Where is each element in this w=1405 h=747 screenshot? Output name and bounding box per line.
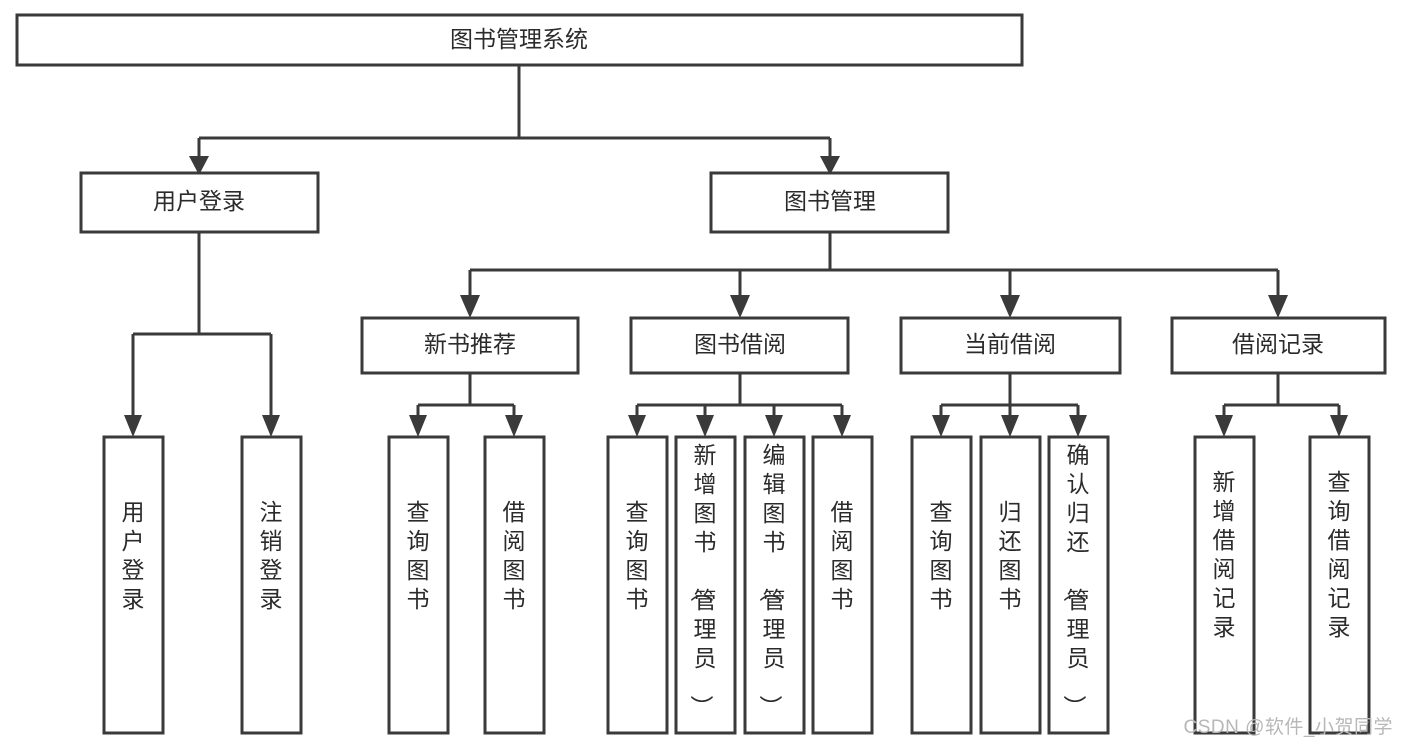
node-leaf-query-book-2[interactable]: 查询图书 (606, 435, 669, 735)
node-root[interactable]: 图书管理系统 (15, 13, 1024, 67)
node-borrow-record-box[interactable] (1170, 316, 1387, 375)
node-current-borrow[interactable]: 当前借阅 (899, 316, 1122, 375)
arrow-head-leaf-borrow-book-1 (505, 415, 523, 437)
node-leaf-return-book-box[interactable] (979, 435, 1042, 735)
node-leaf-query-record-box[interactable] (1308, 435, 1371, 735)
node-leaf-borrow-book-2[interactable]: 借阅图书 (811, 435, 874, 735)
node-leaf-return-book-label: 归还图书 (999, 499, 1022, 612)
node-leaf-add-book[interactable]: 新增图书（管理员） (674, 435, 737, 735)
arrow-head-leaf-edit-book (765, 415, 783, 437)
node-leaf-query-book-3[interactable]: 查询图书 (910, 435, 973, 735)
node-book-borrow[interactable]: 图书借阅 (629, 316, 850, 375)
node-leaf-confirm-return-box[interactable] (1047, 435, 1110, 735)
node-leaf-query-record[interactable]: 查询借阅记录 (1308, 435, 1371, 735)
arrow-head-leaf-query-record (1330, 415, 1348, 437)
node-root-label: 图书管理系统 (450, 26, 588, 52)
node-book-borrow-box[interactable] (629, 316, 850, 375)
node-leaf-edit-book-box[interactable] (743, 435, 806, 735)
arrow-head-leaf-user-login (124, 415, 142, 437)
node-leaf-user-login-label: 用户登录 (122, 499, 145, 612)
node-leaf-add-record-box[interactable] (1193, 435, 1256, 735)
node-leaf-confirm-return-label: 确认归还（管理员） (1062, 442, 1090, 718)
node-leaf-query-book-2-label: 查询图书 (626, 499, 649, 612)
node-leaf-query-book-3-label: 查询图书 (930, 499, 953, 612)
node-new-book-recommend-label: 新书推荐 (424, 331, 516, 357)
arrow-head-leaf-query-book-2 (628, 415, 646, 437)
node-leaf-add-record[interactable]: 新增借阅记录 (1193, 435, 1256, 735)
node-leaf-user-login-box[interactable] (102, 435, 165, 735)
node-book-management[interactable]: 图书管理 (709, 171, 950, 234)
node-new-book-recommend[interactable]: 新书推荐 (360, 316, 580, 375)
node-leaf-return-book[interactable]: 归还图书 (979, 435, 1042, 735)
arrow-head-leaf-add-record (1215, 415, 1233, 437)
arrow-head-leaf-borrow-book-2 (833, 415, 851, 437)
arrow-head-book-borrow (730, 295, 750, 318)
node-leaf-query-book-1-label: 查询图书 (407, 499, 430, 612)
node-leaf-query-record-label: 查询借阅记录 (1328, 469, 1351, 640)
node-book-borrow-label: 图书借阅 (694, 331, 786, 357)
arrow-head-new-book-recommend (460, 295, 480, 318)
arrow-head-leaf-confirm-return (1069, 415, 1087, 437)
node-leaf-query-book-1-box[interactable] (387, 435, 450, 735)
node-leaf-add-book-box[interactable] (674, 435, 737, 735)
node-current-borrow-box[interactable] (899, 316, 1122, 375)
node-leaf-borrow-book-1-box[interactable] (483, 435, 546, 735)
arrow-head-book-management (820, 156, 840, 175)
node-leaf-query-book-2-box[interactable] (606, 435, 669, 735)
node-leaf-add-record-label: 新增借阅记录 (1213, 469, 1236, 640)
arrow-head-leaf-query-book-3 (932, 415, 950, 437)
node-user-login[interactable]: 用户登录 (79, 171, 320, 234)
node-book-management-box[interactable] (709, 171, 950, 234)
arrow-head-user-login (189, 156, 209, 175)
node-user-login-label: 用户登录 (153, 188, 245, 214)
node-leaf-query-book-3-box[interactable] (910, 435, 973, 735)
node-leaf-query-book-1[interactable]: 查询图书 (387, 435, 450, 735)
node-leaf-add-book-label: 新增图书（管理员） (689, 442, 717, 718)
node-root-box[interactable] (15, 13, 1024, 67)
node-leaf-borrow-book-2-label: 借阅图书 (831, 499, 854, 612)
arrow-head-leaf-query-book-1 (409, 415, 427, 437)
node-user-login-box[interactable] (79, 171, 320, 234)
node-leaf-user-logout-box[interactable] (240, 435, 303, 735)
node-current-borrow-label: 当前借阅 (964, 331, 1056, 357)
connector-layer (124, 65, 1348, 437)
node-leaf-borrow-book-2-box[interactable] (811, 435, 874, 735)
arrow-head-leaf-add-book (696, 415, 714, 437)
node-leaf-confirm-return[interactable]: 确认归还（管理员） (1047, 435, 1110, 735)
node-leaf-borrow-book-1-label: 借阅图书 (503, 499, 526, 612)
node-new-book-recommend-box[interactable] (360, 316, 580, 375)
arrow-head-leaf-user-logout (262, 415, 280, 437)
node-leaf-edit-book[interactable]: 编辑图书（管理员） (743, 435, 806, 735)
node-leaf-borrow-book-1[interactable]: 借阅图书 (483, 435, 546, 735)
node-leaf-user-logout[interactable]: 注销登录 (240, 435, 303, 735)
node-book-management-label: 图书管理 (784, 188, 876, 214)
arrow-head-borrow-record (1268, 295, 1288, 318)
arrow-head-leaf-return-book (1001, 415, 1019, 437)
node-borrow-record-label: 借阅记录 (1232, 331, 1324, 357)
node-leaf-edit-book-label: 编辑图书（管理员） (758, 442, 786, 718)
arrow-head-current-borrow (1000, 295, 1020, 318)
node-borrow-record[interactable]: 借阅记录 (1170, 316, 1387, 375)
node-leaf-user-logout-label: 注销登录 (260, 499, 283, 612)
node-leaf-user-login[interactable]: 用户登录 (102, 435, 165, 735)
